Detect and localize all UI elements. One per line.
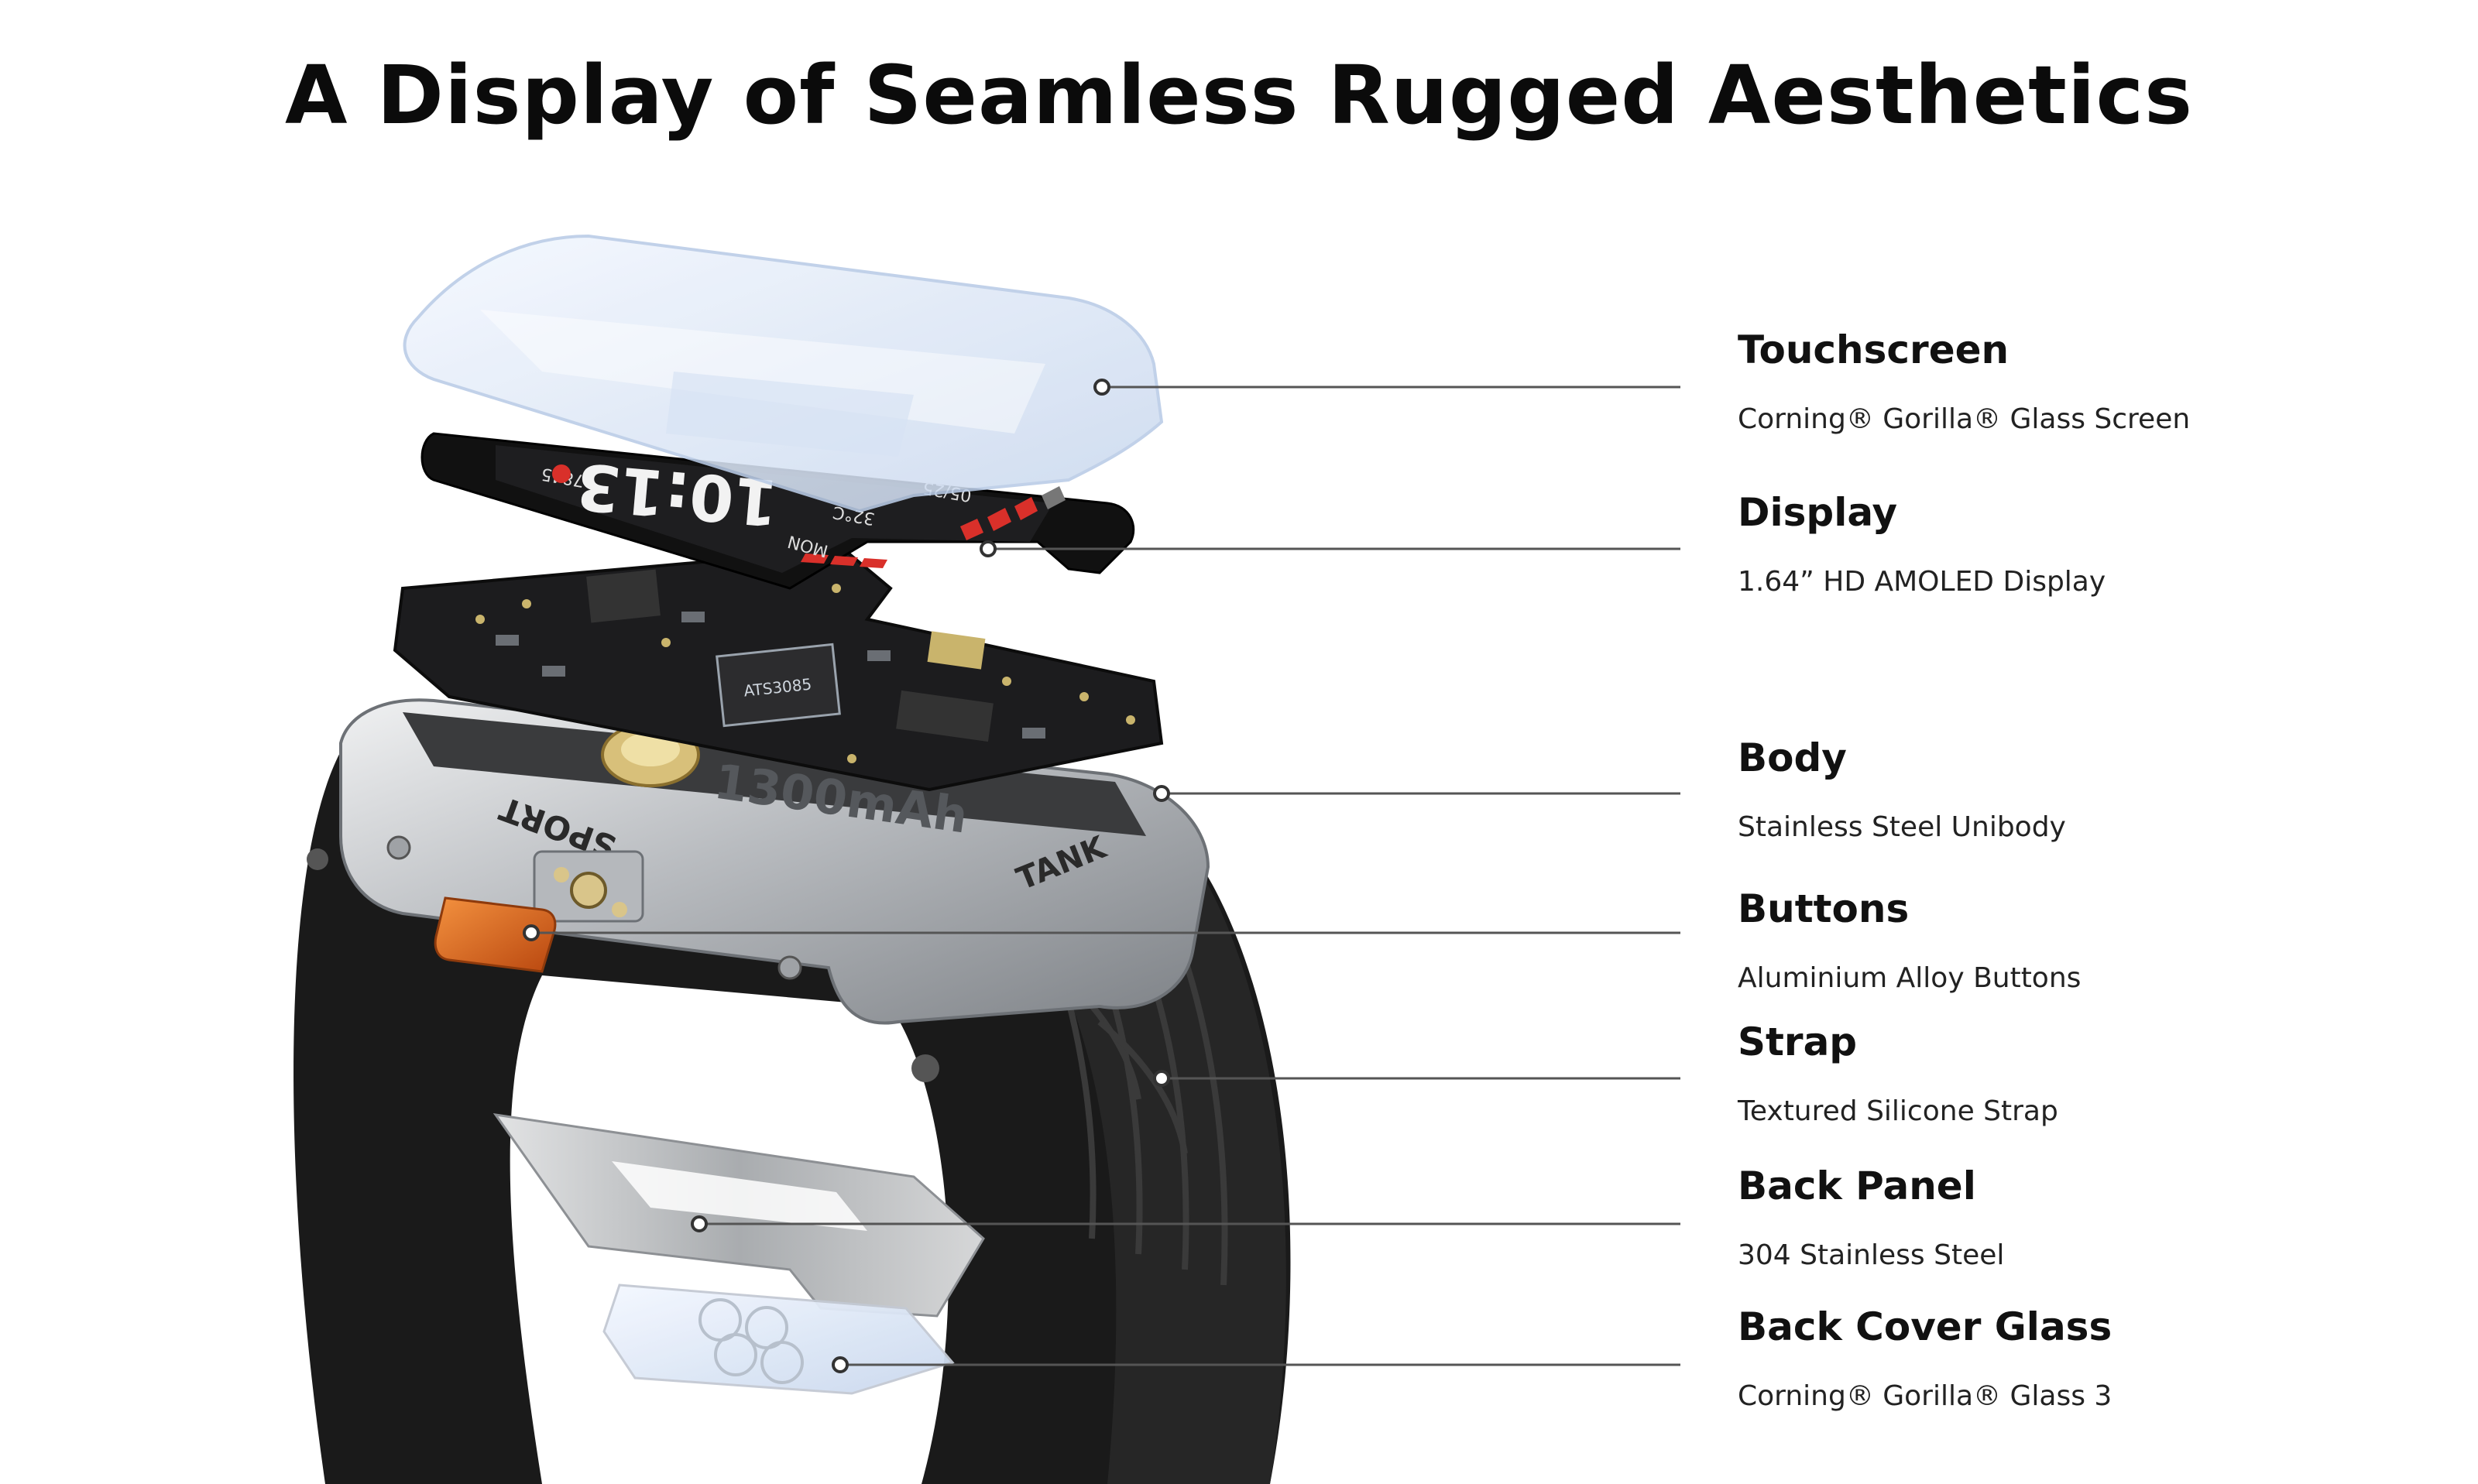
page-title: A Display of Seamless Rugged Aesthetics xyxy=(284,48,2194,142)
steel-body: 1300mAh SPORT TANK xyxy=(339,698,1210,1025)
leader-lines xyxy=(531,386,1680,1366)
back-cover-glass xyxy=(602,1284,955,1395)
part-label-strap: Strap Textured Silicone Strap xyxy=(1738,1020,2058,1127)
marker-dot-back-panel xyxy=(691,1215,708,1232)
part-name: Strap xyxy=(1738,1020,1858,1064)
marker-dots xyxy=(523,379,1170,1373)
touchscreen-glass xyxy=(403,234,1164,513)
part-label-body: Body Stainless Steel Unibody xyxy=(1738,735,2066,843)
part-label-display: Display 1.64” HD AMOLED Display xyxy=(1738,490,2106,598)
part-name: Touchscreen xyxy=(1738,327,2010,372)
part-desc: Corning® Gorilla® Glass Screen xyxy=(1738,403,2191,435)
part-desc: Stainless Steel Unibody xyxy=(1738,811,2066,843)
part-name: Buttons xyxy=(1738,886,1910,931)
marker-dot-touchscreen xyxy=(1093,379,1110,396)
part-name: Body xyxy=(1738,735,1847,780)
marker-dot-body xyxy=(1153,785,1170,802)
marker-dot-buttons xyxy=(523,924,540,941)
back-panel-plate xyxy=(493,1113,985,1318)
part-name: Back Cover Glass xyxy=(1738,1304,2112,1349)
part-label-touchscreen: Touchscreen Corning® Gorilla® Glass Scre… xyxy=(1738,327,2190,435)
marker-dot-back-cover-glass xyxy=(832,1356,849,1373)
part-label-back-cover-glass: Back Cover Glass Corning® Gorilla® Glass… xyxy=(1738,1304,2112,1412)
part-desc: Corning® Gorilla® Glass 3 xyxy=(1738,1380,2112,1412)
pcb-board: ATS3085 xyxy=(393,547,1164,792)
part-label-back-panel: Back Panel 304 Stainless Steel xyxy=(1738,1164,2004,1271)
orange-button xyxy=(434,896,557,973)
part-desc: 304 Stainless Steel xyxy=(1738,1239,2005,1271)
part-name: Back Panel xyxy=(1738,1164,1976,1208)
marker-dot-strap xyxy=(1153,1070,1170,1087)
part-desc: 1.64” HD AMOLED Display xyxy=(1738,566,2106,598)
part-label-buttons: Buttons Aluminium Alloy Buttons xyxy=(1738,886,2081,994)
part-desc: Textured Silicone Strap xyxy=(1738,1095,2058,1127)
marker-dot-display xyxy=(980,540,997,557)
part-name: Display xyxy=(1738,490,1898,535)
part-desc: Aluminium Alloy Buttons xyxy=(1738,962,2082,994)
